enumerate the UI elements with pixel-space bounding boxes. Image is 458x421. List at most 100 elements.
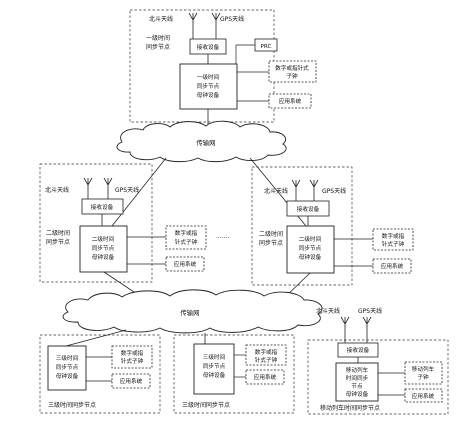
network2-to-level3-left-link [65, 329, 127, 347]
level1-digital-clock-box [268, 60, 317, 83]
mobile-app-system-label: 应用系统 [412, 392, 435, 400]
level2-left-beidou-antenna-icon [83, 177, 93, 199]
level3-mid-digital-clock-line2: 针式子钟 [255, 356, 278, 364]
level3-node-left: 三级时间 同步节点 母钟设备 数字或指 针式子钟 应用系统 三级时间同步节点 [39, 334, 161, 414]
level2-left-node-label-line1: 二级时间 [46, 229, 70, 237]
level3-left-mother-clock-line2: 同步节点 [56, 363, 79, 371]
level2-right-mother-clock-box [286, 225, 335, 274]
level1-mother-clock-line3: 母钟设备 [197, 91, 220, 99]
level3-mid-mother-clock-line2: 同步节点 [203, 362, 226, 370]
level3-left-mother-clock-line3: 母钟设备 [56, 372, 79, 380]
level1-app-system-label: 应用系统 [279, 97, 302, 105]
level2-right-app-system-label: 应用系统 [381, 262, 404, 270]
level2-node-left: 北斗天线 GPS天线 接收设备 二级时间 同步节点 二级时间 同步节点 母钟设备 [39, 163, 153, 283]
level2-left-mother-clock-line2: 同步节点 [92, 244, 115, 252]
level3-left-mother-clock-box [47, 345, 87, 391]
transmission-network-cloud-1: 传输网 [116, 120, 287, 163]
level2-right-app-system-box [372, 258, 412, 274]
level1-digital-clock-line1: 数字或指针式 [275, 64, 309, 72]
cloud-2-label: 传输网 [180, 308, 199, 317]
network1-to-level2-left-link [111, 157, 167, 227]
level1-mother-clock-box [179, 63, 238, 110]
level2-left-mother-clock-box [79, 225, 128, 273]
mobile-sub-clock-line1: 移动列车 [412, 365, 435, 373]
level2-right-node-label-line2: 同步节点 [259, 239, 283, 247]
level2-left-app-system-box [165, 256, 205, 272]
level2-right-gps-antenna-icon [309, 179, 319, 201]
cloud-2-shape [62, 289, 323, 334]
level2-right-node-label-line1: 二级时间 [259, 230, 283, 238]
level3-node-mid: 三级时间 同步节点 母钟设备 数字或指 针式子钟 应用系统 三级时间同步节点 [173, 334, 295, 414]
mobile-gps-label: GPS天线 [358, 307, 382, 315]
level3-left-app-system-box [111, 373, 151, 389]
mobile-app-system-box [404, 388, 443, 403]
level1-node-label-line2: 同步节点 [146, 43, 170, 51]
level2-right-receiver-label: 接收设备 [297, 205, 320, 213]
level1-mother-clock-line2: 同步节点 [197, 82, 220, 90]
level3-left-mother-clock-line1: 三级时间 [56, 354, 79, 362]
mobile-mother-clock-line1: 移动列车 [346, 366, 369, 374]
level2-right-digital-clock-line1: 数字或指 [382, 232, 405, 240]
level2-right-digital-clock-line2: 针式子钟 [382, 240, 405, 248]
mobile-mother-clock-line4: 母钟设备 [346, 390, 369, 398]
level2-left-app-system-label: 应用系统 [174, 260, 197, 268]
level3-left-app-system-label: 应用系统 [120, 377, 143, 385]
level2-right-mother-clock-line3: 母钟设备 [299, 253, 322, 261]
transmission-network-cloud-2: 传输网 [62, 289, 323, 334]
level3-mid-app-system-box [245, 369, 285, 385]
mobile-node-frame [307, 339, 449, 415]
level2-left-digital-clock-line2: 针式子钟 [175, 238, 198, 246]
level2-right-frame [251, 166, 353, 286]
level3-mid-app-system-label: 应用系统 [254, 373, 277, 381]
level3-mid-mother-clock-line3: 母钟设备 [203, 371, 226, 379]
cloud-1-label: 传输网 [196, 138, 215, 147]
level1-node-label-line1: 一级时间 [146, 34, 170, 42]
mobile-sub-clock-line2: 子钟 [417, 373, 429, 381]
level2-right-beidou-label: 北斗天线 [264, 187, 288, 195]
mobile-mother-clock-line3: 节点 [351, 382, 363, 390]
level2-node-right: 北斗天线 GPS天线 接收设备 二级时间 同步节点 二级时间 同步节点 母钟设备 [251, 166, 353, 286]
level3-mid-mother-clock-line1: 三级时间 [203, 353, 226, 361]
mobile-gps-antenna-icon [362, 316, 372, 343]
level2-left-beidou-label: 北斗天线 [45, 186, 69, 194]
level2-left-digital-clock-line1: 数字或指 [175, 229, 198, 237]
level3-mid-frame [173, 334, 295, 414]
mobile-node-label: 移动列车时间同步节点 [320, 404, 380, 412]
mobile-mother-clock-box [335, 362, 379, 402]
level2-left-gps-antenna-icon [103, 177, 113, 199]
level1-gps-antenna-label: GPS天线 [220, 15, 244, 23]
mobile-mother-clock-line2: 时间同步 [346, 374, 369, 382]
level2-left-digital-clock-box [165, 225, 207, 250]
level2-left-frame [39, 163, 153, 283]
mobile-beidou-label: 北斗天线 [316, 307, 340, 315]
prc-label: PRC [261, 44, 272, 50]
mobile-beidou-antenna-icon [340, 316, 350, 343]
level1-receiver-label: 接收设备 [197, 43, 220, 51]
level1-mother-clock-line1: 一级时间 [197, 73, 220, 81]
level2-right-mother-clock-line2: 同步节点 [299, 244, 322, 252]
level1-beidou-antenna-icon [188, 12, 198, 40]
level2-left-receiver-box [81, 198, 124, 215]
level3-left-digital-clock-line2: 针式子钟 [121, 357, 144, 365]
level3-mid-digital-clock-line1: 数字或指 [255, 348, 278, 356]
level2-left-gps-label: GPS天线 [115, 186, 139, 194]
level2-left-receiver-label: 接收设备 [91, 203, 114, 211]
level3-mid-mother-clock-box [193, 343, 235, 395]
mobile-train-node: 北斗天线 GPS天线 接收设备 移动列车 时间同步 节点 母钟设备 移动列车 子… [307, 307, 449, 415]
level2-right-mother-clock-line1: 二级时间 [299, 235, 322, 243]
level2-left-mother-clock-line3: 母钟设备 [92, 253, 115, 261]
level2-left-node-label-line2: 同步节点 [46, 238, 70, 246]
level2-ellipsis: ....... [216, 233, 229, 240]
level3-left-frame [39, 334, 161, 414]
level2-right-beidou-antenna-icon [291, 179, 301, 201]
level2-right-digital-clock-box [372, 228, 414, 251]
level2-left-mother-clock-line1: 二级时间 [92, 235, 115, 243]
level3-mid-node-label: 三级时间同步节点 [182, 401, 230, 409]
level1-node: 北斗天线 GPS天线 一级时间 同步节点 接收设备 PRC 一级时间 同步节点 … [129, 9, 317, 123]
mobile-receiver-label: 接收设备 [347, 346, 370, 354]
level3-left-digital-clock-line1: 数字或指 [121, 349, 144, 357]
level1-digital-clock-line2: 子钟 [286, 72, 298, 80]
level2-right-gps-label: GPS天线 [322, 187, 346, 195]
level1-gps-antenna-icon [211, 12, 221, 40]
